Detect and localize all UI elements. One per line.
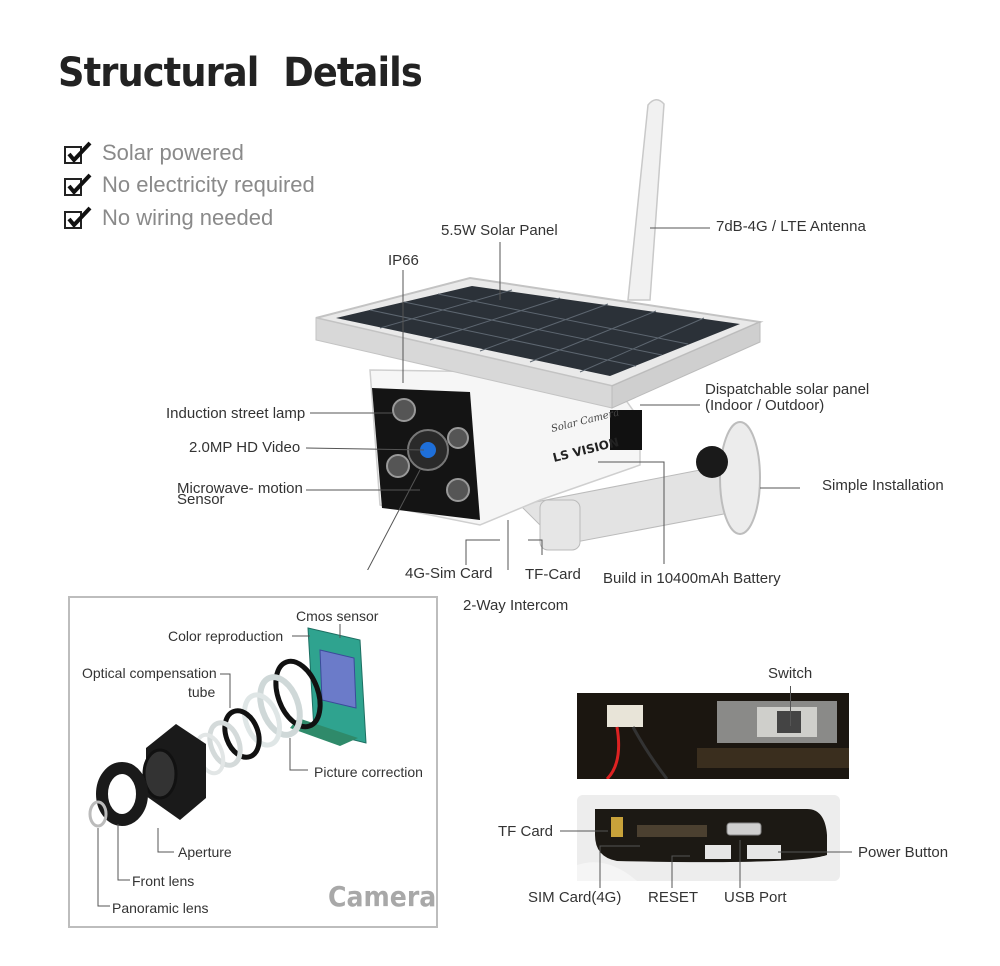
- feature-item: No electricity required: [64, 172, 315, 198]
- label-microwave-sensor: Microwave- motion: [177, 480, 303, 497]
- wall-mount-plate: [719, 421, 761, 535]
- label-dispatchable-panel-note: (Indoor / Outdoor): [705, 397, 825, 414]
- label-aperture: Aperture: [178, 844, 232, 860]
- label-hd-video: 2.0MP HD Video: [189, 439, 301, 456]
- label-microwave-sensor-2: Sensor: [177, 491, 225, 508]
- label-intercom: 2-Way Intercom: [463, 597, 569, 614]
- checkbox-checked-icon: [64, 141, 92, 164]
- solar-camera-illustration: Solar Camera LS VISION: [305, 99, 800, 570]
- label-battery: Build in 10400mAh Battery: [603, 570, 781, 587]
- checkbox-checked-icon: [64, 173, 92, 196]
- switch-board-photo: [577, 693, 849, 779]
- label-sim-card: 4G-Sim Card: [405, 565, 493, 582]
- label-front-lens: Front lens: [132, 873, 195, 889]
- ports-board-image: [577, 795, 840, 881]
- label-optical-compensation: Optical compensation: [82, 665, 217, 681]
- feature-item: No wiring needed: [64, 205, 273, 231]
- feature-label: No electricity required: [102, 172, 315, 197]
- lens-blue: [420, 442, 436, 458]
- label-reset: RESET: [648, 889, 699, 906]
- label-tf-card: TF-Card: [525, 566, 581, 583]
- page-title: Structural Details: [58, 50, 423, 96]
- label-board-tf-card: TF Card: [498, 823, 554, 840]
- feature-label: No wiring needed: [102, 205, 274, 230]
- ports-board-photo: [577, 795, 840, 881]
- camera-panel-title: Camera: [328, 880, 437, 913]
- label-usb-port: USB Port: [724, 889, 787, 906]
- label-optical-compensation-tube: tube: [188, 684, 216, 700]
- label-simple-installation: Simple Installation: [822, 477, 944, 494]
- switch-board-image: [577, 693, 849, 779]
- label-power-button: Power Button: [858, 844, 949, 861]
- label-switch: Switch: [768, 665, 813, 682]
- label-panoramic-lens: Panoramic lens: [112, 900, 209, 916]
- label-picture-correction: Picture correction: [314, 764, 423, 780]
- ports-leader-lines: [560, 830, 852, 888]
- label-color-reproduction: Color reproduction: [168, 628, 284, 644]
- feature-label: Solar powered: [102, 140, 244, 165]
- feature-item: Solar powered: [64, 140, 244, 166]
- label-cmos-sensor: Cmos sensor: [296, 608, 379, 624]
- label-induction-lamp: Induction street lamp: [166, 405, 306, 422]
- label-ip66: IP66: [388, 252, 419, 269]
- label-dispatchable-panel: Dispatchable solar panel: [705, 381, 870, 398]
- label-board-sim-card: SIM Card(4G): [528, 889, 622, 906]
- checkbox-checked-icon: [64, 206, 92, 229]
- camera-module-panel: Cmos sensor Color reproduction Optical c…: [68, 596, 438, 928]
- label-antenna: 7dB-4G / LTE Antenna: [716, 218, 866, 235]
- lens-exploded-diagram: [88, 624, 367, 907]
- antenna-shape: [627, 99, 665, 301]
- label-solar-panel: 5.5W Solar Panel: [441, 222, 558, 239]
